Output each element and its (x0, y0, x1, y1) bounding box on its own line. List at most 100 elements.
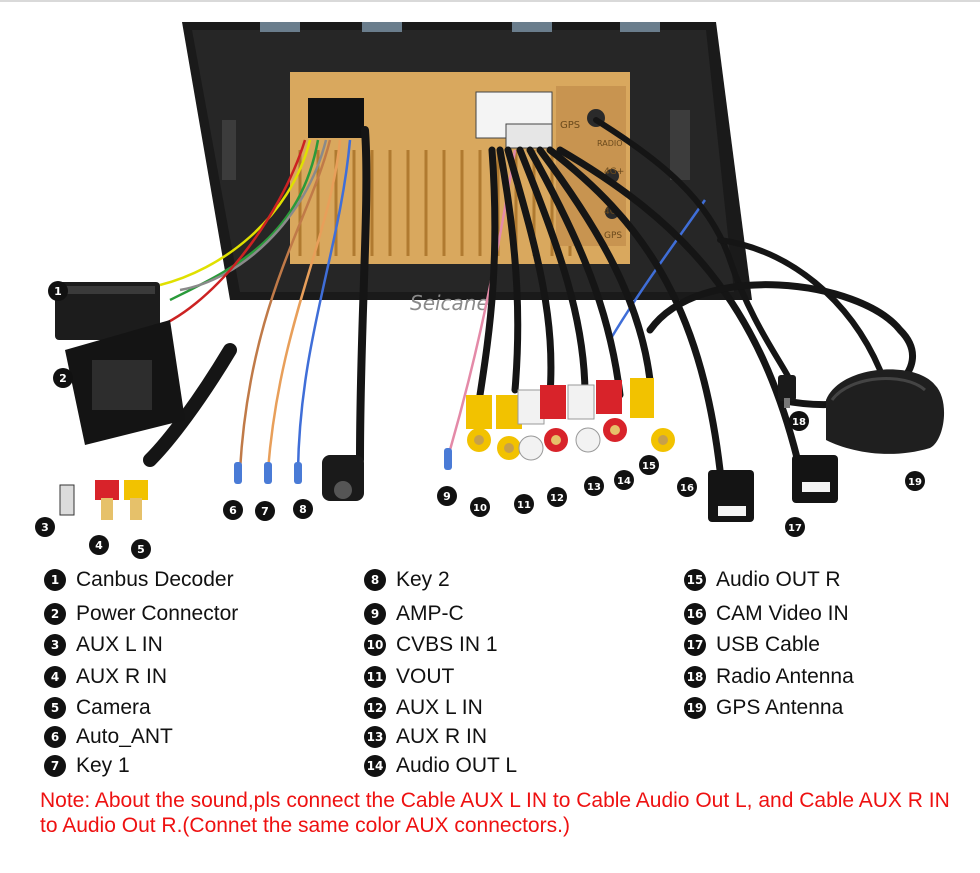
legend-badge: 2 (44, 603, 66, 625)
svg-text:15: 15 (642, 461, 656, 472)
legend-label: AUX R IN (396, 725, 488, 748)
legend-badge: 3 (44, 634, 66, 656)
legend-label: Audio OUT R (716, 568, 841, 591)
callout-8: 8 (293, 499, 313, 519)
svg-text:5: 5 (137, 543, 145, 556)
callout-13: 13 (584, 476, 604, 496)
legend-item-16: 16 CAM Video IN (684, 600, 849, 628)
callout-18: 18 (789, 411, 809, 431)
legend-badge: 4 (44, 666, 66, 688)
rca-middle-group (466, 378, 675, 461)
gps-antenna-puck (826, 369, 945, 454)
port-label-radio: RADIO (597, 139, 623, 148)
legend-label: AUX L IN (76, 633, 163, 656)
callout-9: 9 (437, 486, 457, 506)
legend-badge: 9 (364, 603, 386, 625)
svg-text:8: 8 (299, 503, 307, 516)
legend-badge: 10 (364, 634, 386, 656)
legend-item-5: 5 Camera (44, 694, 151, 722)
legend-item-6: 6 Auto_ANT (44, 723, 173, 751)
port-label-4g-plus: 4G+ (604, 167, 624, 177)
callout-3: 3 (35, 517, 55, 537)
legend-label: Radio Antenna (716, 665, 854, 688)
callout-6: 6 (223, 500, 243, 520)
canbus-decoder (55, 282, 160, 340)
legend-item-18: 18 Radio Antenna (684, 663, 854, 691)
callout-12: 12 (547, 487, 567, 507)
legend-label: GPS Antenna (716, 696, 844, 719)
legend-label: Auto_ANT (76, 725, 173, 748)
legend-label: AUX R IN (76, 665, 168, 688)
legend-badge: 11 (364, 666, 386, 688)
legend-badge: 19 (684, 697, 706, 719)
legend-badge: 7 (44, 755, 66, 777)
svg-text:19: 19 (908, 477, 922, 488)
port-label-4g-minus: 4G- (604, 207, 620, 217)
legend-item-3: 3 AUX L IN (44, 631, 163, 659)
legend-item-1: 1 Canbus Decoder (44, 566, 234, 594)
svg-text:2: 2 (59, 372, 67, 385)
svg-text:10: 10 (473, 503, 487, 514)
legend-label: CAM Video IN (716, 602, 849, 625)
svg-text:4: 4 (95, 539, 103, 552)
sound-connection-note: Note: About the sound,pls connect the Ca… (40, 789, 950, 837)
legend-item-12: 12 AUX L IN (364, 694, 483, 722)
legend-label: Power Connector (76, 602, 239, 625)
legend-badge: 8 (364, 569, 386, 591)
legend-item-7: 7 Key 1 (44, 752, 130, 780)
legend-item-11: 11 VOUT (364, 663, 454, 691)
svg-text:11: 11 (517, 500, 531, 511)
brand-watermark: Seicane (410, 291, 489, 315)
legend-label: CVBS IN 1 (396, 633, 498, 656)
legend-badge: 5 (44, 697, 66, 719)
legend-item-9: 9 AMP-C (364, 600, 464, 628)
legend-item-2: 2 Power Connector (44, 600, 238, 628)
radio-antenna-plug (778, 375, 796, 408)
svg-text:3: 3 (41, 521, 49, 534)
svg-text:18: 18 (792, 417, 806, 428)
legend-item-8: 8 Key 2 (364, 566, 450, 594)
legend-label: Key 2 (396, 568, 450, 591)
callout-17: 17 (785, 517, 805, 537)
round-connector (322, 455, 364, 501)
legend-item-14: 14 Audio OUT L (364, 752, 517, 780)
legend-label: USB Cable (716, 633, 820, 656)
svg-text:7: 7 (261, 505, 269, 518)
svg-text:17: 17 (788, 523, 802, 534)
callout-14: 14 (614, 470, 634, 490)
legend-label: Camera (76, 696, 151, 719)
legend-badge: 12 (364, 697, 386, 719)
legend-badge: 17 (684, 634, 706, 656)
legend-badge: 6 (44, 726, 66, 748)
legend-item-19: 19 GPS Antenna (684, 694, 843, 722)
svg-text:16: 16 (680, 483, 694, 494)
legend-label: AUX L IN (396, 696, 483, 719)
callout-16: 16 (677, 477, 697, 497)
legend-badge: 14 (364, 755, 386, 777)
svg-text:6: 6 (229, 504, 237, 517)
svg-text:1: 1 (54, 285, 62, 298)
callout-15: 15 (639, 455, 659, 475)
legend-badge: 13 (364, 726, 386, 748)
svg-text:12: 12 (550, 493, 564, 504)
power-connector (65, 320, 185, 445)
legend-badge: 18 (684, 666, 706, 688)
callout-5: 5 (131, 539, 151, 559)
legend-item-17: 17 USB Cable (684, 631, 820, 659)
port-label-gps: GPS (560, 120, 580, 131)
legend-label: VOUT (396, 665, 455, 688)
legend-item-4: 4 AUX R IN (44, 663, 167, 691)
port-label-gps-2: GPS (604, 231, 622, 241)
callout-10: 10 (470, 497, 490, 517)
svg-text:13: 13 (587, 482, 601, 493)
callout-markers: 1 2 3 4 5 6 7 8 9 10 11 12 13 14 15 16 1… (35, 281, 925, 559)
callout-11: 11 (514, 494, 534, 514)
callout-19: 19 (905, 471, 925, 491)
legend-item-13: 13 AUX R IN (364, 723, 487, 751)
svg-text:14: 14 (617, 476, 631, 487)
thin-wires (149, 139, 707, 471)
rca-left-group (59, 480, 148, 520)
legend-item-10: 10 CVBS IN 1 (364, 631, 498, 659)
top-divider (0, 0, 980, 2)
legend-badge: 15 (684, 569, 706, 591)
